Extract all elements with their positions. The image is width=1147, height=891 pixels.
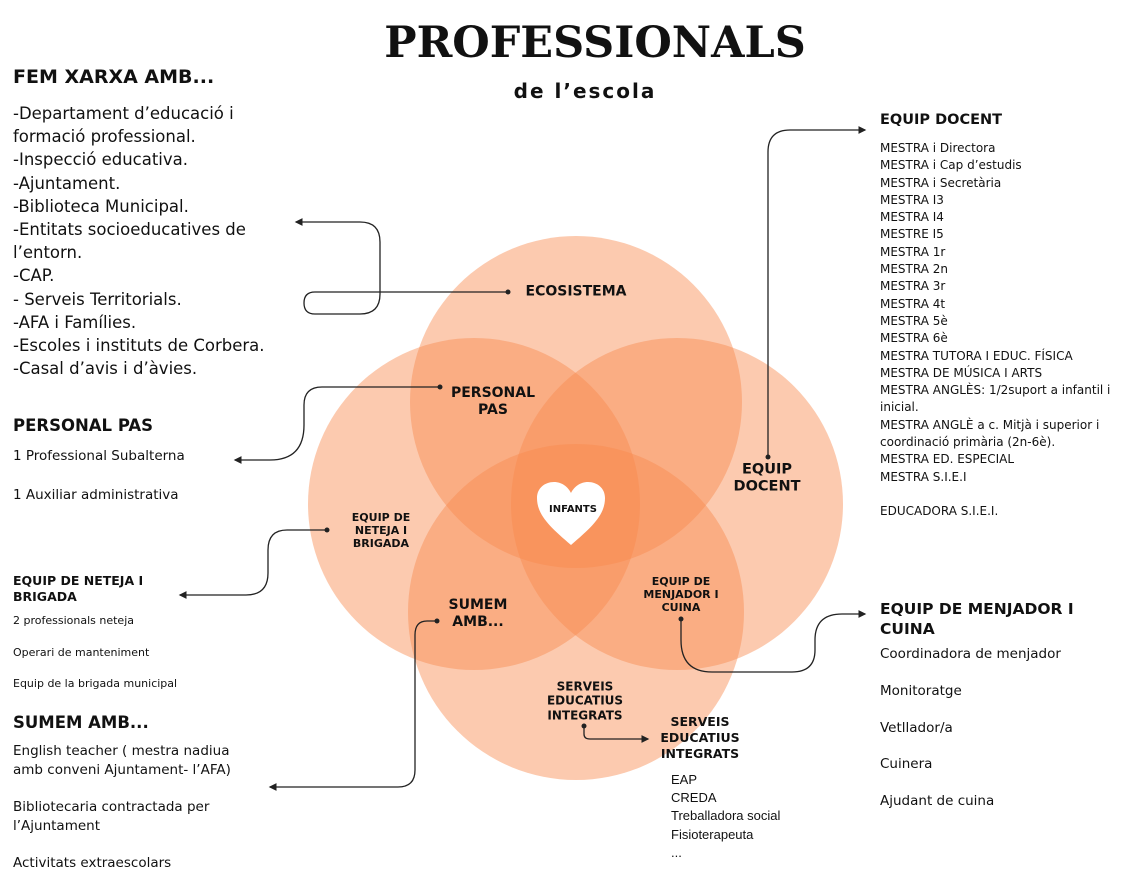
venn-label-ecosistema: ECOSISTEMA — [525, 283, 627, 300]
list-item: EDUCADORA S.I.E.I. — [880, 503, 999, 518]
list-item: 1 Auxiliar administrativa — [13, 487, 179, 503]
venn-label-equip-docent: EQUIP DOCENT — [733, 461, 801, 495]
list-item: MESTRA ANGLÈ a c. Mitjà i superior i coo… — [880, 417, 1100, 450]
list-item: Ajudant de cuina — [880, 793, 995, 810]
list-item: MESTRA 6è — [880, 331, 948, 346]
sumem-list: English teacher ( mestra nadiua amb conv… — [13, 742, 263, 891]
list-item: MESTRA 1r — [880, 244, 946, 259]
list-item — [880, 486, 1145, 503]
list-item: MESTRA DE MÚSICA I ARTS — [880, 365, 1043, 380]
neteja-heading: EQUIP DE NETEJA I BRIGADA — [13, 573, 144, 604]
list-item: -Escoles i instituts de Corbera. — [13, 336, 265, 356]
venn-label-personal-pas: PERSONAL PAS — [450, 385, 536, 418]
venn-label-menjador: EQUIP DE MENJADOR I CUINA — [643, 575, 719, 615]
list-item: MESTRA I4 — [880, 210, 944, 225]
list-item: MESTRA 3r — [880, 279, 946, 294]
list-item: English teacher ( mestra nadiua amb conv… — [13, 743, 231, 778]
list-item: -Departament d’educació i formació profe… — [13, 104, 234, 147]
venn-label-infants: INFANTS — [549, 504, 597, 515]
list-item: MESTRA TUTORA I EDUC. FÍSICA — [880, 348, 1073, 363]
page-subtitle: de l’escola — [513, 79, 657, 103]
personal-pas-heading: PERSONAL PAS — [13, 416, 154, 435]
list-item: Activitats extraescolars — [13, 855, 172, 871]
circle-bottom — [408, 444, 744, 780]
list-item: CREDA — [671, 790, 717, 806]
neteja-list: 2 professionals neteja Operari de manten… — [13, 614, 177, 709]
list-item: MESTRA 2n — [880, 262, 948, 277]
venn-diagram — [178, 126, 867, 791]
list-item: MESTRA i Cap d’estudis — [880, 158, 1022, 173]
list-item: Vetllador/a — [880, 719, 953, 736]
list-item: 1 Professional Subalterna — [13, 448, 185, 464]
list-item: -CAP. — [13, 266, 55, 286]
venn-label-neteja: EQUIP DE NETEJA I BRIGADA — [351, 511, 411, 551]
venn-label-sumem: SUMEM AMB... — [448, 597, 508, 630]
list-item: EAP — [671, 772, 698, 787]
menjador-heading: EQUIP DE MENJADOR I CUINA — [880, 600, 1074, 638]
list-item: MESTRA i Secretària — [880, 175, 1002, 190]
list-item: - Serveis Territorials. — [13, 289, 182, 309]
list-item: Monitoratge — [880, 682, 962, 699]
sumem-heading: SUMEM AMB... — [13, 713, 149, 732]
page-title: PROFESSIONALS — [384, 18, 806, 68]
list-item: -Casal d’avis i d’àvies. — [13, 359, 198, 379]
connector-neteja — [178, 529, 327, 599]
list-item: MESTRE I5 — [880, 227, 944, 242]
connector-ecosistema — [294, 218, 508, 315]
menjador-list: Coordinadora de menjador Monitoratge Vet… — [880, 646, 1061, 830]
circle-right — [511, 338, 843, 670]
equip-docent-heading: EQUIP DOCENT — [880, 112, 1003, 128]
connector-sumem — [268, 620, 437, 791]
connector-menjador — [680, 610, 867, 673]
serveis-heading: SERVEIS EDUCATIUS INTEGRATS — [660, 714, 740, 761]
list-item: Operari de manteniment — [13, 645, 150, 659]
list-item: MESTRA 4t — [880, 296, 946, 311]
list-item: MESTRA S.I.E.I — [880, 469, 967, 484]
list-item: MESTRA i Directora — [880, 141, 996, 155]
list-item: -Inspecció educativa. — [13, 150, 189, 170]
circle-ecosistema — [410, 236, 742, 568]
connector-personal-pas — [233, 386, 440, 464]
list-item: Treballadora social — [671, 808, 781, 824]
list-item: MESTRA ANGLÈS: 1/2suport a infantil i in… — [880, 383, 1111, 415]
list-item: -Entitats socioeducatives de l’entorn. — [13, 220, 246, 263]
list-item: -Biblioteca Municipal. — [13, 196, 189, 216]
list-item: Cuinera — [880, 756, 933, 773]
list-item: MESTRA I3 — [880, 192, 944, 207]
fem-xarxa-heading: FEM XARXA AMB... — [13, 66, 215, 88]
list-item: Bibliotecaria contractada per l’Ajuntame… — [13, 799, 210, 834]
list-item: -Ajuntament. — [13, 173, 121, 193]
venn-label-serveis: SERVEIS EDUCATIUS INTEGRATS — [546, 679, 624, 723]
list-item: -AFA i Famílies. — [13, 312, 137, 332]
list-item: Fisioterapeuta — [671, 826, 754, 842]
fem-xarxa-list: -Departament d’educació i formació profe… — [13, 102, 303, 380]
connector-serveis — [583, 726, 650, 743]
list-item: Coordinadora de menjador — [880, 646, 1061, 662]
serveis-list: EAP CREDA Treballadora social Fisioterap… — [671, 771, 780, 862]
personal-pas-list: 1 Professional Subalterna 1 Auxiliar adm… — [13, 448, 185, 526]
circle-left — [308, 338, 640, 670]
connector-equip-docent — [767, 126, 867, 457]
list-item: 2 professionals neteja — [13, 614, 134, 627]
heart-icon — [537, 482, 605, 545]
list-item: MESTRA 5è — [880, 313, 948, 328]
list-item: Equip de la brigada municipal — [13, 677, 178, 690]
list-item: ... — [671, 844, 682, 860]
list-item: MESTRA ED. ESPECIAL — [880, 452, 1015, 467]
